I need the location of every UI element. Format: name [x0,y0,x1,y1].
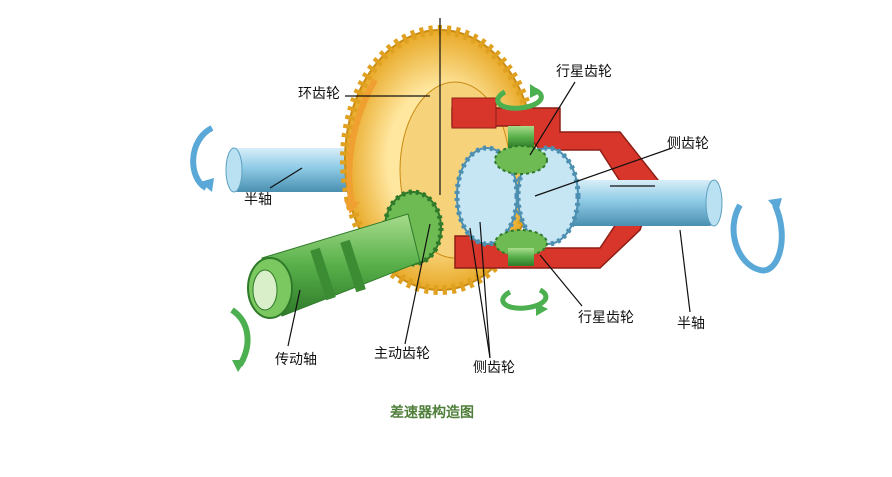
label-planet-gear-top: 行星齿轮 [556,64,612,80]
label-half-shaft-right: 半轴 [677,316,705,332]
rotation-arrow-left-head [200,178,214,192]
label-half-shaft-left: 半轴 [244,192,272,208]
leader-side-gear-bottom-a [479,221,491,359]
label-drive-pinion: 主动齿轮 [374,346,430,362]
leader-drive-pinion [404,223,431,345]
planet-rotation-arrow-top-head [530,84,542,98]
planet-gear-top [494,126,548,175]
drive-rotation-arrow [230,307,251,367]
label-side-gear-bottom: 侧齿轮 [473,360,515,376]
ring-rotation-arrow [346,78,378,206]
rotation-arrow-right-head [768,198,782,212]
leader-half-shaft-left [269,167,303,189]
rotation-arrow-right [730,203,785,274]
planet-gear-bottom [494,229,548,266]
drive-rotation-arrow-head [232,360,246,372]
rotation-arrow-left [190,125,214,191]
ring-rotation-arrow-head [344,200,360,214]
leader-drive-shaft [287,289,301,347]
drive-shaft [247,213,421,319]
planet-rotation-arrow-bottom-head [536,303,548,316]
leader-half-shaft-right [679,229,691,313]
label-ring-gear: 环齿轮 [298,86,340,102]
planet-rotation-arrow-top [495,87,544,111]
diagram-caption: 差速器构造图 [390,405,474,421]
leader-side-gear-right [534,147,673,197]
label-drive-shaft: 传动轴 [275,352,317,368]
leader-side-gear-bottom-b [469,227,491,359]
label-planet-gear-bottom: 行星齿轮 [578,310,634,326]
planet-rotation-arrow-bottom [500,287,549,311]
leader-planet-gear-top [529,81,576,156]
leader-planet-gear-bottom [539,254,583,307]
label-side-gear-right: 侧齿轮 [667,136,709,152]
